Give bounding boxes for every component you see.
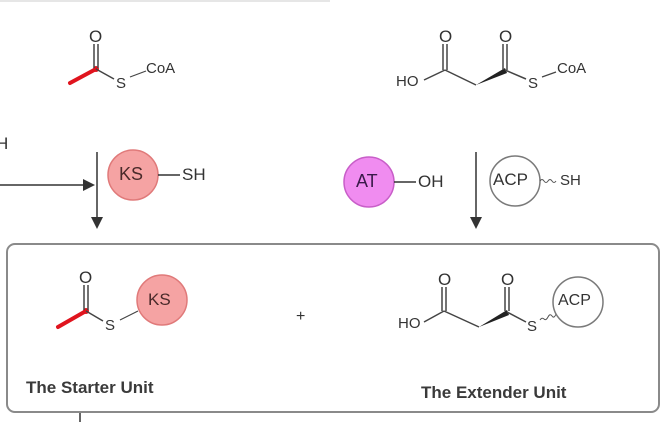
extender-sulfur-label: S (527, 318, 538, 335)
top-divider (0, 0, 330, 2)
extender-acp-label: ACP (558, 292, 591, 309)
malonyl-coa-structure (423, 44, 557, 86)
products-box (6, 243, 660, 413)
malonyl-sulfur-label: S (528, 75, 539, 92)
starter-ks-circle (136, 274, 188, 326)
acetyl-coa-label: CoA (146, 60, 176, 77)
acetyl-coa-structure (68, 44, 147, 85)
malonyl-coa-label: CoA (557, 60, 587, 77)
ks-sh-label: SH (182, 165, 206, 184)
extender-unit-title: The Extender Unit (421, 383, 567, 402)
malonyl-hydroxyl-label: HO (396, 73, 419, 90)
acp-label: ACP (493, 170, 528, 189)
starter-oxygen-label: O (79, 268, 93, 287)
acetyl-sulfur-label: S (116, 75, 127, 92)
malonyl-oxygen1-label: O (439, 27, 453, 46)
starter-ks-label: KS (148, 290, 171, 309)
at-label: AT (356, 171, 378, 191)
at-oh-label: OH (418, 172, 444, 191)
extender-hydroxyl-label: HO (398, 315, 421, 332)
plus-sign: + (296, 308, 306, 325)
starter-sulfur-label: S (105, 317, 116, 334)
starter-arrows (0, 152, 103, 229)
acetyl-oxygen-label: O (89, 27, 103, 46)
starter-unit-structure (56, 285, 139, 329)
cropped-label: H (0, 134, 9, 153)
starter-unit-title: The Starter Unit (26, 378, 154, 397)
malonyl-oxygen2-label: O (499, 27, 513, 46)
extender-unit-structure (423, 287, 557, 328)
extender-acp-circle (552, 276, 604, 328)
extender-oxygen2-label: O (501, 270, 515, 289)
extender-oxygen1-label: O (438, 270, 452, 289)
acp-sh-label: SH (560, 172, 581, 189)
ks-label: KS (119, 164, 144, 184)
